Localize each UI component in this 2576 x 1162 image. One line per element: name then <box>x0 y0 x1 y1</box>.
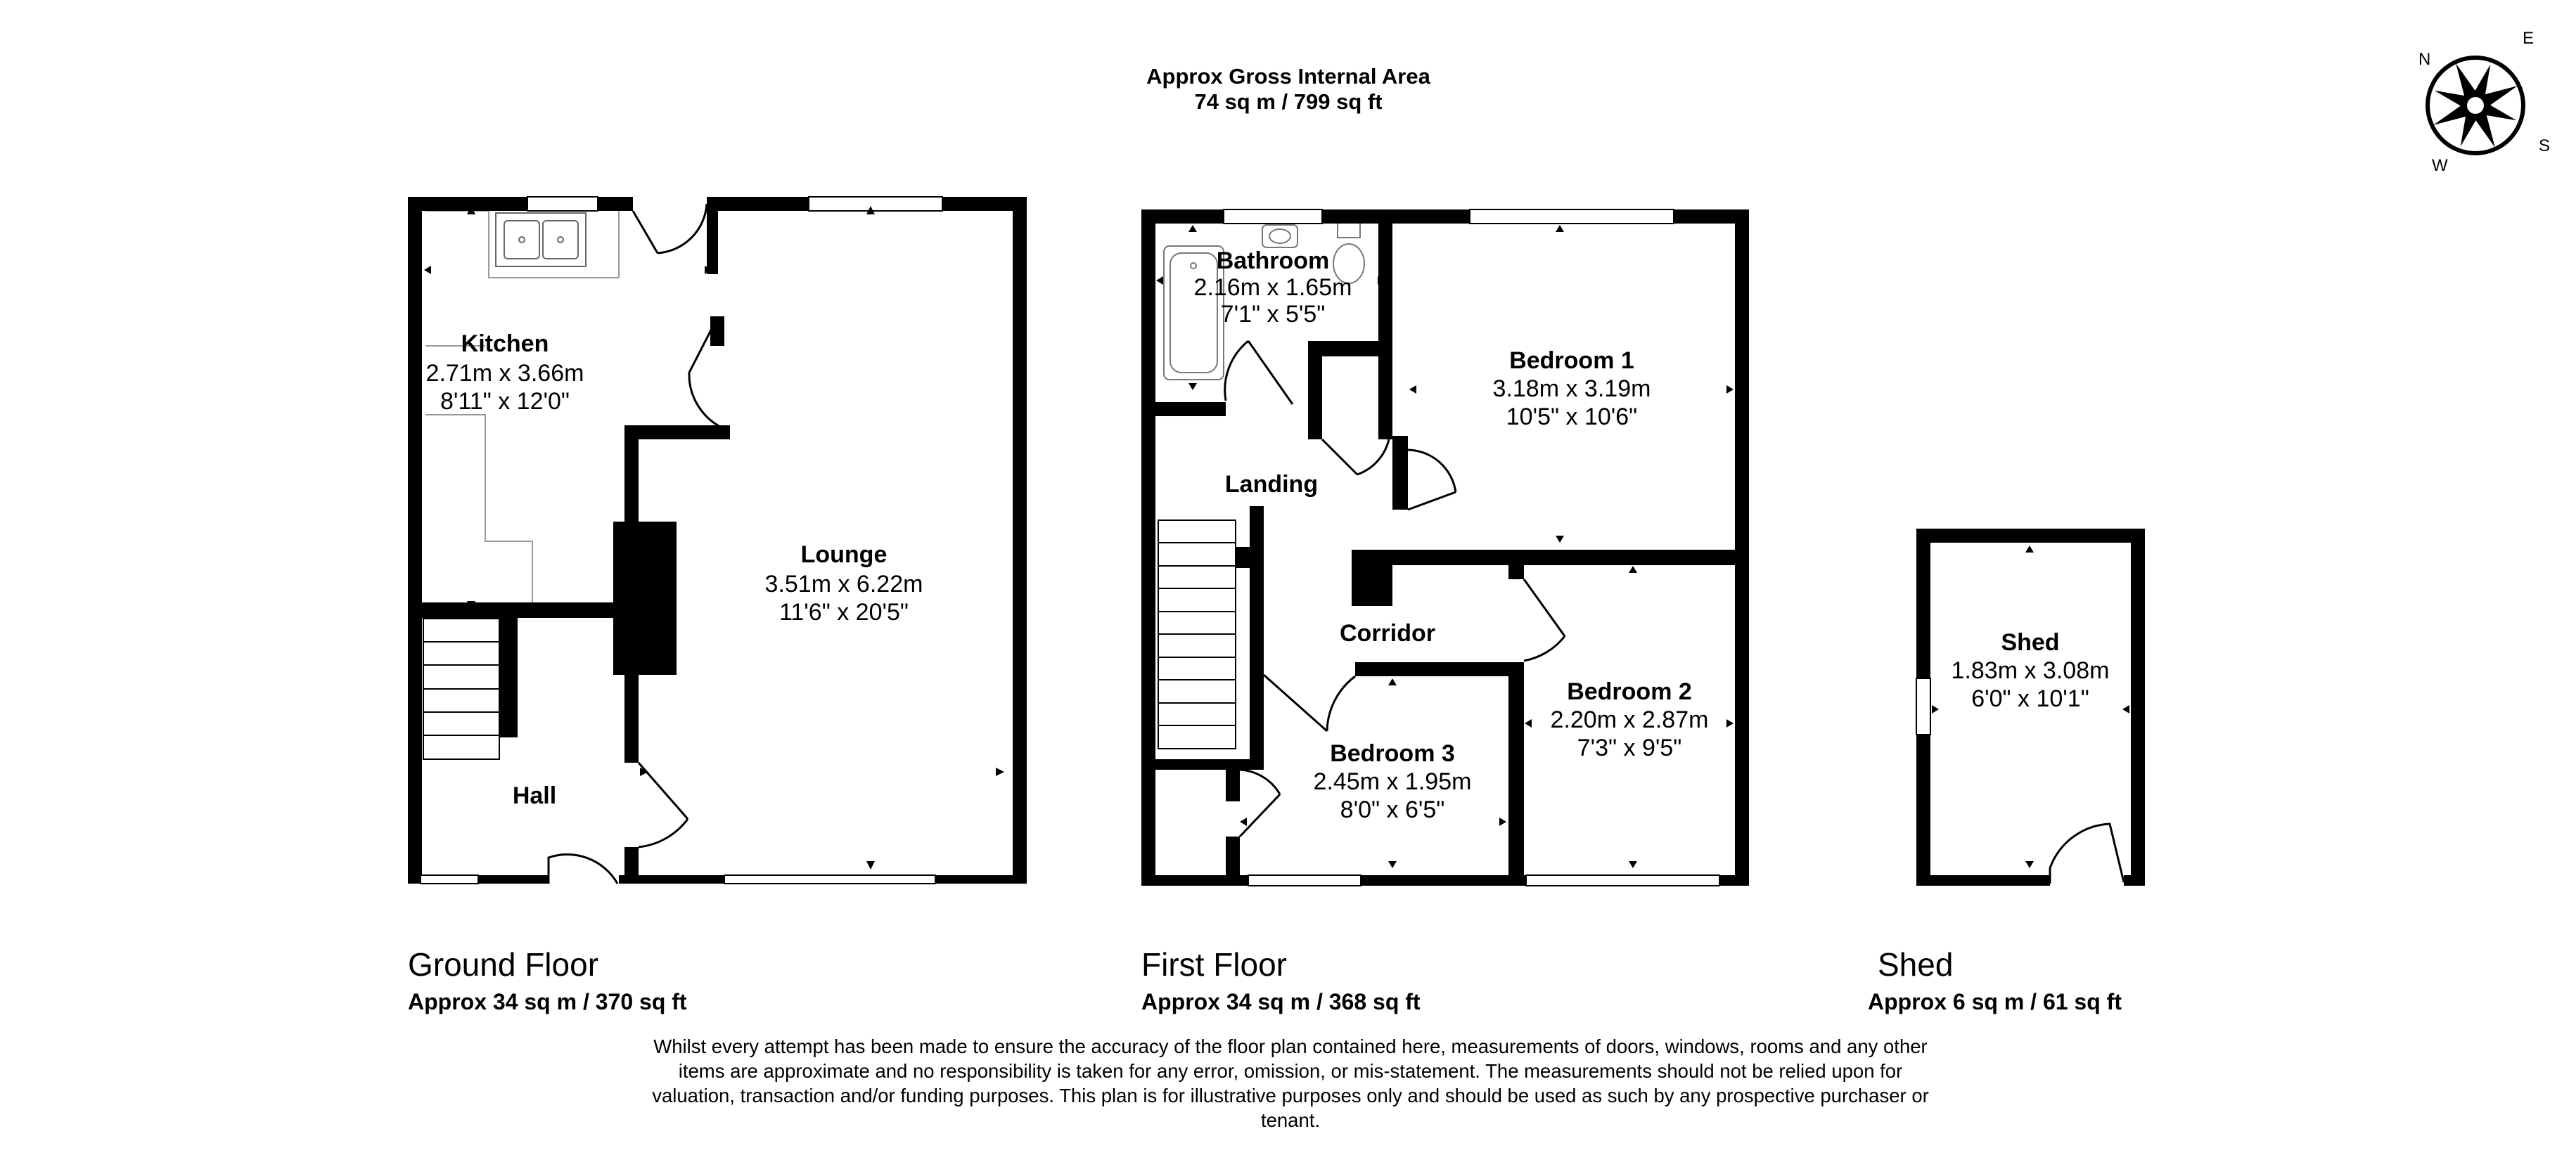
shed-window <box>1916 678 1931 735</box>
gross-area-value: 74 sq m / 799 sq ft <box>1194 89 1382 114</box>
lounge-label: Lounge <box>801 541 887 568</box>
landing-label: Landing <box>1225 471 1318 498</box>
first-dimension-markers <box>1156 225 1734 868</box>
kitchen-label: Kitchen <box>461 330 549 357</box>
ground-floor-name: Ground Floor <box>408 946 598 983</box>
lounge-imperial: 11'6" x 20'5" <box>779 599 909 626</box>
ground-floor-plan <box>408 196 1027 884</box>
washbasin-icon <box>1262 224 1298 248</box>
lounge-metric: 3.51m x 6.22m <box>765 571 923 598</box>
bedroom3-imperial: 8'0" x 6'5" <box>1340 796 1445 823</box>
ground-walls <box>408 197 1027 884</box>
bathroom-label: Bathroom <box>1217 247 1330 274</box>
hall-label: Hall <box>513 782 556 809</box>
first-doors <box>1224 340 1566 838</box>
bath-icon <box>1163 245 1224 380</box>
first-floor-name: First Floor <box>1141 946 1287 983</box>
kitchen-metric: 2.71m x 3.66m <box>426 360 584 387</box>
shed-floor-name: Shed <box>1878 946 1953 983</box>
shed-imperial: 6'0" x 10'1" <box>1971 685 2089 712</box>
bathroom-imperial: 7'1" x 5'5" <box>1221 301 1326 328</box>
corridor-label: Corridor <box>1340 620 1435 647</box>
ground-dimension-markers <box>424 206 1004 870</box>
ground-stairs <box>423 618 500 760</box>
shed-metric: 1.83m x 3.08m <box>1952 657 2110 684</box>
shed-dimension-markers <box>1932 546 2129 868</box>
first-floor-area: Approx 34 sq m / 368 sq ft <box>1141 989 1421 1014</box>
bedroom3-metric: 2.45m x 1.95m <box>1314 768 1472 795</box>
shed-floor-area: Approx 6 sq m / 61 sq ft <box>1868 989 2122 1014</box>
first-windows <box>1223 209 1720 886</box>
compass-east: E <box>2523 29 2534 48</box>
bedroom1-imperial: 10'5" x 10'6" <box>1506 404 1637 430</box>
bedroom3-label: Bedroom 3 <box>1330 740 1455 767</box>
shed-walls <box>1916 529 2145 886</box>
bathroom-metric: 2.16m x 1.65m <box>1194 274 1352 301</box>
ground-floor-area: Approx 34 sq m / 370 sq ft <box>408 989 687 1014</box>
bedroom2-label: Bedroom 2 <box>1567 678 1692 705</box>
compass-south: S <box>2539 136 2550 155</box>
sink-icon <box>495 212 587 267</box>
ground-windows <box>420 196 943 884</box>
first-floor-plan <box>1141 209 1749 886</box>
first-stairs <box>1158 519 1236 749</box>
shed-plan <box>1916 529 2145 886</box>
compass-icon <box>2426 56 2525 155</box>
kitchen-imperial: 8'11" x 12'0" <box>440 388 570 415</box>
bedroom1-metric: 3.18m x 3.19m <box>1493 375 1651 402</box>
compass-north: N <box>2418 50 2430 69</box>
bedroom2-metric: 2.20m x 2.87m <box>1551 706 1709 733</box>
bedroom1-label: Bedroom 1 <box>1509 347 1634 374</box>
shed-door <box>2049 822 2125 884</box>
disclaimer-text: Whilst every attempt has been made to en… <box>652 1035 1929 1131</box>
shed-label: Shed <box>2001 629 2059 656</box>
compass-west: W <box>2432 156 2448 175</box>
gross-area-title: Approx Gross Internal Area <box>1146 64 1430 89</box>
bedroom2-imperial: 7'3" x 9'5" <box>1577 735 1682 761</box>
